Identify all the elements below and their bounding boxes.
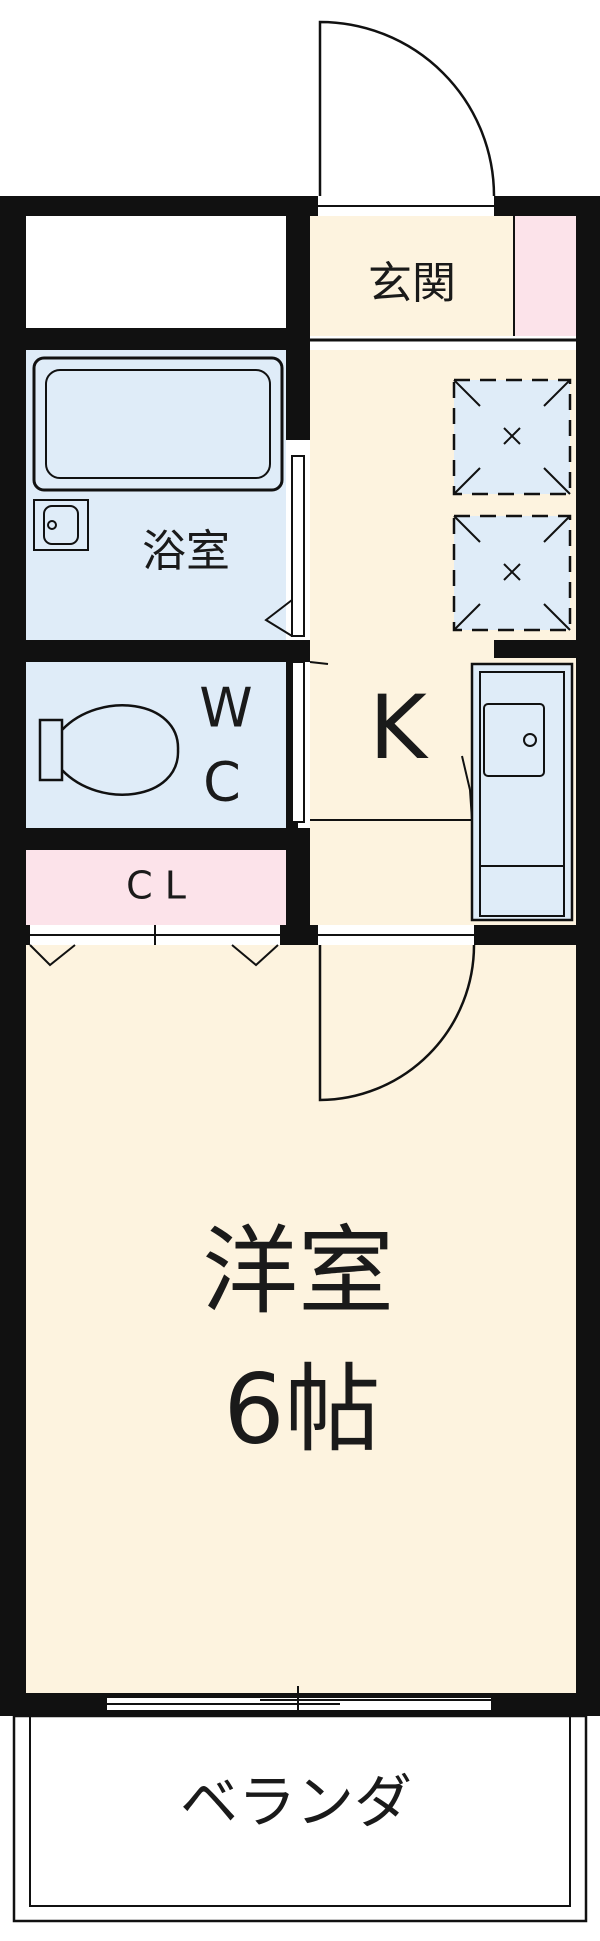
toilet bbox=[38, 704, 180, 796]
western-room-door[interactable] bbox=[318, 944, 476, 1102]
entrance-floor bbox=[310, 216, 514, 336]
closet-room bbox=[26, 850, 286, 925]
wall-west bbox=[0, 196, 26, 1716]
wall-east bbox=[576, 196, 600, 1716]
wall-storage-bath bbox=[26, 328, 286, 350]
wall-wc-closet bbox=[26, 828, 310, 850]
bath-label: 浴室 bbox=[142, 526, 230, 577]
western-room-label: 洋室 bbox=[202, 1215, 394, 1327]
entrance-label: 玄関 bbox=[368, 258, 456, 309]
wc-door[interactable] bbox=[291, 661, 305, 823]
kitchen-label: K bbox=[369, 676, 429, 779]
wall-north bbox=[0, 196, 600, 216]
shoe-box bbox=[514, 216, 576, 336]
closet-door-right[interactable] bbox=[231, 944, 279, 967]
entrance-door[interactable] bbox=[318, 20, 496, 197]
closet-door-left[interactable] bbox=[29, 944, 76, 967]
storage-area bbox=[26, 216, 286, 328]
western-room-floor bbox=[26, 945, 576, 1693]
wall-bath-wc bbox=[26, 640, 310, 662]
bath-door[interactable] bbox=[291, 455, 305, 637]
kitchen-counter bbox=[470, 662, 574, 922]
wc-label-w: W bbox=[199, 677, 252, 740]
wc-label-c: C bbox=[203, 751, 241, 814]
kitchen-sink bbox=[483, 703, 545, 777]
wall-central bbox=[286, 216, 310, 346]
western-room-size: 6帖 bbox=[223, 1353, 380, 1465]
balcony-area bbox=[12, 1714, 588, 1923]
closet-label: C L bbox=[126, 864, 186, 908]
bath-faucet bbox=[33, 499, 89, 551]
balcony-label: ベランダ bbox=[180, 1768, 412, 1836]
